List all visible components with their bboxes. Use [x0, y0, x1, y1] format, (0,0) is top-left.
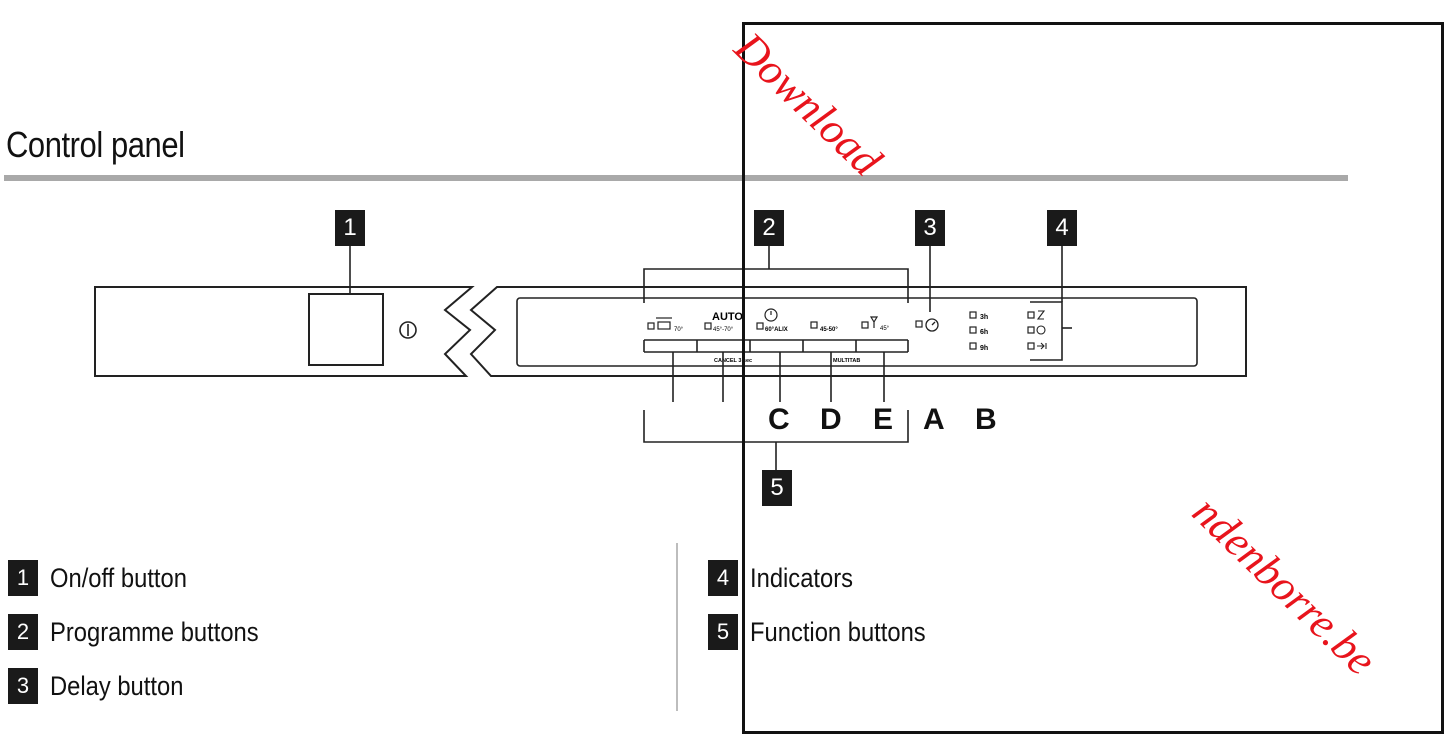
- function-letter-e: E: [873, 403, 894, 436]
- glass-icon: [869, 316, 879, 328]
- delay-clock-icon: [925, 318, 939, 332]
- button-label-5: 45°: [880, 326, 890, 332]
- legend-number: 5: [708, 614, 738, 650]
- legend-number: 3: [8, 668, 38, 704]
- salt-indicator-icon: [1036, 325, 1046, 335]
- callout-bracket-4: [1030, 301, 1063, 361]
- legend-item-2: 2 Programme buttons: [8, 614, 287, 650]
- legend-text: Programme buttons: [50, 616, 259, 647]
- callout-badge-1: 1: [335, 210, 365, 246]
- legend-text: Delay button: [50, 670, 184, 701]
- multitab-label: MULTITAB: [833, 358, 860, 364]
- callout-badge-4: 4: [1047, 210, 1077, 246]
- function-letter-a: A: [923, 403, 945, 436]
- delay-option-9h: 9h: [980, 345, 988, 352]
- delay-option-3h: 3h: [980, 314, 988, 321]
- legend-text: Indicators: [750, 562, 854, 593]
- legend-item-5: 5 Function buttons: [708, 614, 950, 650]
- callout-badge-5: 5: [762, 470, 792, 506]
- end-indicator-icon: [1037, 342, 1047, 350]
- callout-bracket-2: [643, 268, 909, 303]
- legend-item-4: 4 Indicators: [708, 560, 867, 596]
- legend-number: 4: [708, 560, 738, 596]
- callout-badge-3: 3: [915, 210, 945, 246]
- legend-item-1: 1 On/off button: [8, 560, 206, 596]
- legend-item-3: 3 Delay button: [8, 668, 202, 704]
- cancel-label: CANCEL 3 sec: [714, 358, 752, 364]
- delay-option-6h: 6h: [980, 329, 988, 336]
- legend-text: Function buttons: [750, 616, 926, 647]
- on-off-button-shape: [308, 293, 384, 366]
- button-label-3: 60°ALIX: [765, 327, 788, 333]
- legend-divider: [676, 543, 678, 711]
- callout-badge-2: 2: [754, 210, 784, 246]
- legend-text: On/off button: [50, 562, 187, 593]
- function-letter-d: D: [820, 403, 842, 436]
- function-letter-b: B: [975, 403, 997, 436]
- panel-inner-display: [516, 297, 1198, 367]
- auto-label: AUTO: [712, 311, 743, 323]
- function-letter-c: C: [768, 403, 790, 436]
- clock-icon: [764, 308, 778, 322]
- button-label-4: 45-50°: [820, 327, 838, 333]
- panel-left-outline: [94, 286, 475, 377]
- legend-number: 2: [8, 614, 38, 650]
- power-icon: [399, 321, 417, 339]
- button-label-1: 70°: [674, 327, 684, 333]
- panel-right-outline: [469, 286, 1247, 377]
- rinse-aid-indicator-icon: [1036, 310, 1046, 320]
- pot-icon: [656, 317, 672, 330]
- button-label-2: 45°-70°: [713, 327, 734, 333]
- title-rule: [4, 175, 1348, 181]
- page-title: Control panel: [6, 124, 185, 165]
- legend-number: 1: [8, 560, 38, 596]
